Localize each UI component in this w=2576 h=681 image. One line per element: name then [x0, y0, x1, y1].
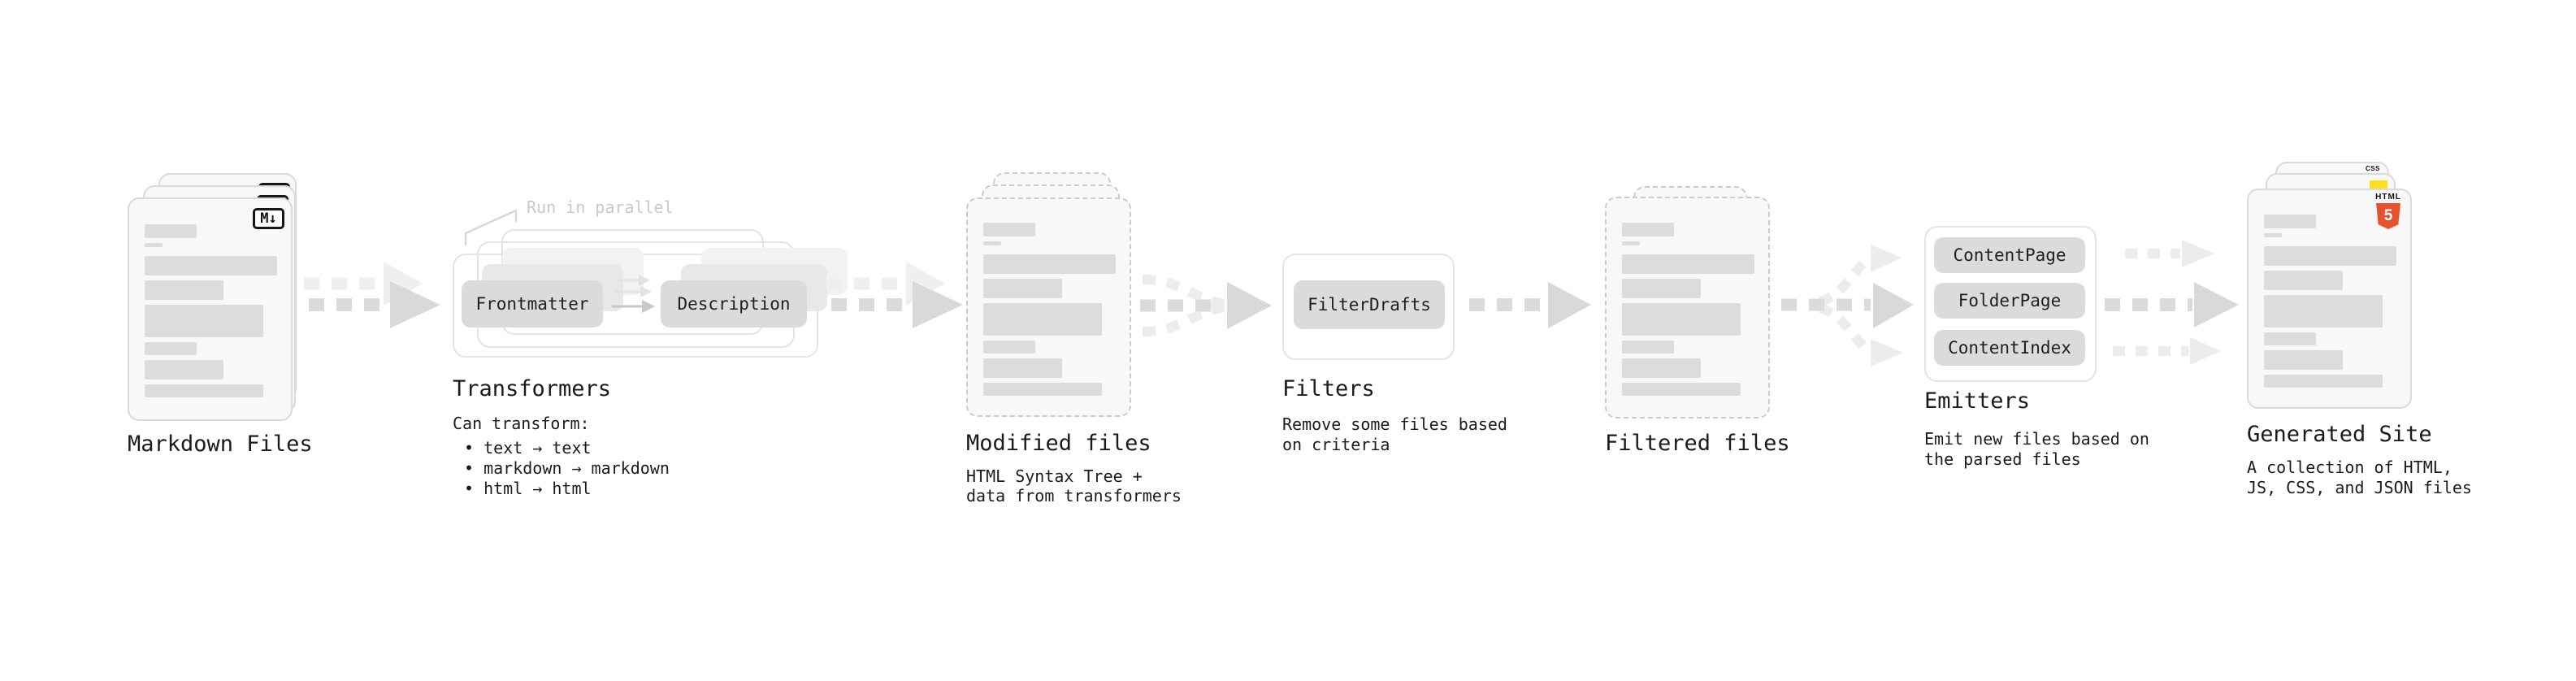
generated-site-label: Generated Site — [2247, 422, 2432, 447]
doc-line-bar — [145, 224, 197, 238]
doc-line-bar — [2264, 332, 2316, 345]
modified-files-label: Modified files — [966, 431, 1151, 456]
doc-line-bar — [983, 223, 1035, 236]
transformers-label: Transformers — [453, 376, 612, 401]
doc-line-bar — [145, 342, 197, 355]
emitters-caption-line: the parsed files — [1924, 449, 2081, 469]
filtered-doc-front — [1605, 197, 1770, 419]
doc-line-bar — [1622, 358, 1701, 378]
doc-line-bar — [2264, 350, 2343, 370]
flow-arrow-icon — [304, 262, 440, 328]
generated-site-caption-line: A collection of HTML, — [2247, 458, 2452, 477]
modified-files-caption-line: data from transformers — [966, 486, 1182, 505]
doc-line-bar — [983, 279, 1062, 298]
filters-caption-line: on criteria — [1282, 435, 1390, 454]
doc-line-bar — [2264, 215, 2316, 228]
emitters-caption-line: Emit new files based on — [1924, 429, 2149, 449]
filters-label: Filters — [1282, 376, 1375, 401]
doc-line-bar — [2264, 233, 2282, 237]
run-in-parallel-annotation: Run in parallel — [527, 197, 674, 217]
doc-line-bar — [145, 280, 223, 300]
contentpage-chip: ContentPage — [1934, 237, 2085, 273]
filters-caption-line: Remove some files based — [1282, 414, 1507, 434]
doc-line-bar — [1622, 254, 1754, 274]
modified-files-caption-line: HTML Syntax Tree + — [966, 466, 1143, 486]
flow-arrow-icon — [826, 262, 963, 328]
doc-line-bar — [1622, 241, 1640, 245]
flow-arrow-icon — [1469, 282, 1591, 328]
description-chip: Description — [661, 280, 807, 327]
generated-site-caption-line: JS, CSS, and JSON files — [2247, 478, 2472, 497]
doc-line-bar — [145, 384, 263, 397]
transform-bullet: • text → text — [464, 438, 592, 458]
flow-arrow-merge-icon — [1140, 275, 1272, 336]
emitters-label: Emitters — [1924, 388, 2031, 414]
css-badge-label: CSS — [2366, 165, 2380, 172]
markdown-files-label: Markdown Files — [128, 432, 313, 457]
filtered-files-label: Filtered files — [1605, 431, 1790, 456]
flow-arrow-triple-icon — [2105, 240, 2239, 365]
doc-line-bar — [145, 256, 277, 275]
doc-line-bar — [1622, 383, 1741, 396]
annotation-callout-line — [464, 209, 518, 245]
doc-line-bar — [983, 358, 1062, 378]
doc-line-bar — [2264, 295, 2383, 327]
chip-flow-arrows-icon — [612, 275, 655, 313]
html5-badge-icon: HTML 5 — [2374, 193, 2402, 229]
doc-line-bar — [145, 360, 223, 380]
transform-bullet: • html → html — [464, 479, 592, 498]
doc-line-bar — [1622, 303, 1741, 336]
flow-arrow-fanout-icon — [1781, 245, 1914, 367]
doc-line-bar — [1622, 340, 1674, 354]
doc-line-bar — [983, 340, 1035, 354]
doc-line-bar — [983, 254, 1116, 274]
doc-line-bar — [983, 241, 1001, 245]
filters-group-box — [1282, 254, 1455, 360]
markdown-doc-front: M↓ — [128, 197, 293, 421]
markdown-badge-icon: M↓ — [253, 208, 284, 229]
frontmatter-chip: Frontmatter — [462, 280, 603, 327]
doc-line-bar — [983, 383, 1102, 396]
contentindex-chip: ContentIndex — [1934, 330, 2085, 366]
html5-shield: 5 — [2376, 203, 2400, 229]
transformers-caption-title: Can transform: — [453, 414, 590, 433]
doc-line-bar — [145, 243, 163, 247]
site-doc-front: HTML 5 — [2247, 189, 2412, 409]
doc-line-bar — [2264, 246, 2396, 266]
doc-line-bar — [2264, 375, 2383, 388]
html5-badge-label: HTML — [2375, 193, 2401, 202]
doc-line-bar — [1622, 223, 1674, 236]
filterdrafts-chip: FilterDrafts — [1294, 280, 1445, 329]
transform-bullet: • markdown → markdown — [464, 458, 670, 478]
folderpage-chip: FolderPage — [1934, 283, 2085, 319]
doc-line-bar — [983, 303, 1102, 336]
doc-line-bar — [1622, 279, 1701, 298]
doc-line-bar — [2264, 271, 2343, 290]
doc-line-bar — [145, 305, 263, 337]
modified-doc-front — [966, 197, 1131, 417]
emitters-group-box — [1924, 226, 2097, 382]
html5-number: 5 — [2383, 207, 2393, 224]
